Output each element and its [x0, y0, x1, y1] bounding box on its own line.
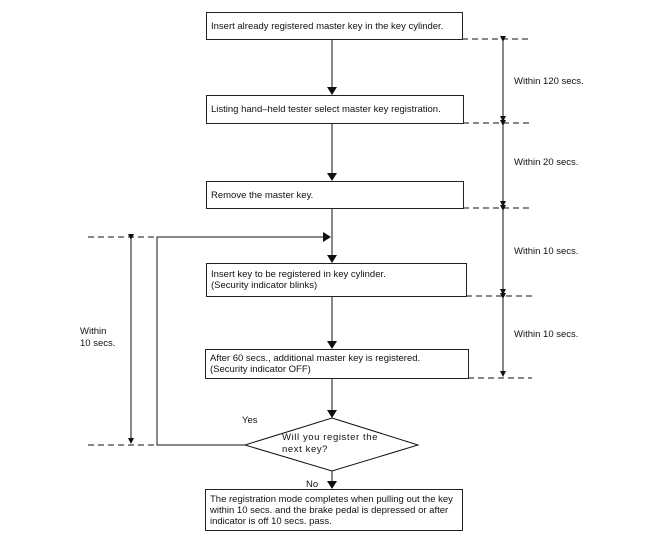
timing-label: Within 10 secs.	[514, 246, 579, 257]
step-text: Insert key to be registered in key cylin…	[211, 269, 386, 280]
final-text: The registration mode completes when pul…	[210, 493, 453, 527]
step-1: Insert already registered master key in …	[206, 12, 463, 40]
loop-timing-line: 10 secs.	[80, 338, 116, 349]
step-5: After 60 secs., additional master key is…	[205, 349, 469, 379]
decision-line: Will you register the	[282, 432, 379, 443]
step-text: Insert already registered master key in …	[211, 20, 444, 32]
decision-line: next key?	[282, 444, 329, 455]
step-3: Remove the master key.	[206, 181, 464, 209]
step-text: (Security indicator blinks)	[211, 280, 318, 291]
final-step: The registration mode completes when pul…	[205, 489, 463, 531]
timing-label: Within 20 secs.	[514, 157, 579, 168]
loop-arrow	[156, 232, 331, 446]
step-text: Listing hand–held tester select master k…	[211, 104, 441, 115]
step-text: After 60 secs., additional master key is…	[210, 353, 421, 364]
step-text: (Security indicator OFF)	[210, 364, 311, 375]
timing-label: Within 120 secs.	[514, 76, 584, 87]
step-4: Insert key to be registered in key cylin…	[206, 263, 467, 297]
decision-diamond	[243, 417, 420, 472]
no-label: No	[306, 479, 319, 490]
yes-label: Yes	[242, 415, 258, 426]
timing-label: Within 10 secs.	[514, 329, 579, 340]
step-text: Remove the master key.	[211, 189, 314, 201]
loop-timing-line: Within	[80, 326, 107, 337]
step-2: Listing hand–held tester select master k…	[206, 95, 464, 124]
